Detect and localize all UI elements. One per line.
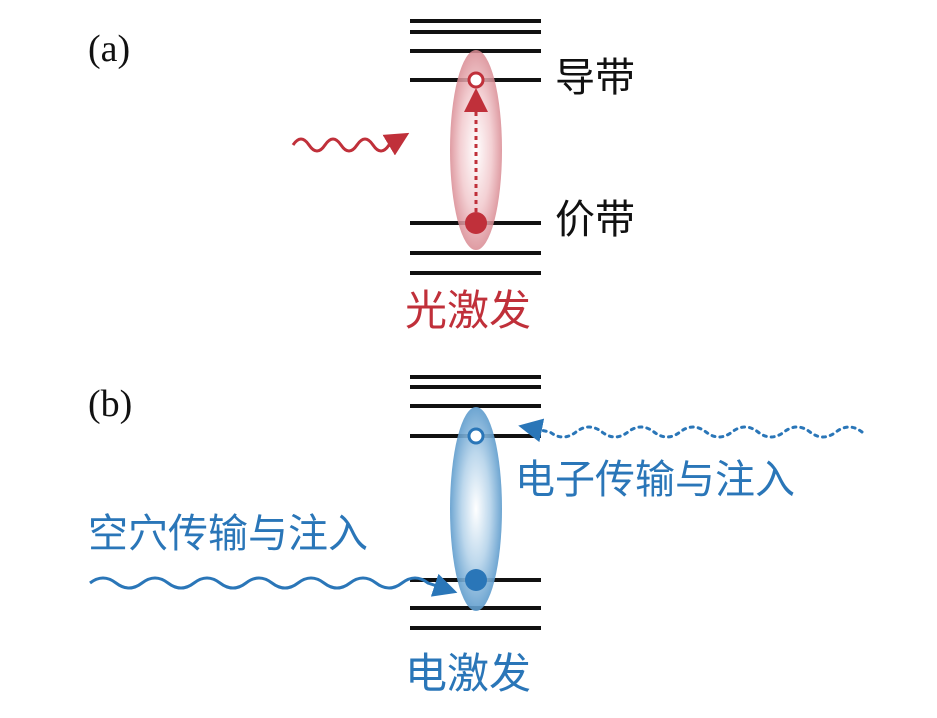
hole-injection-wave [89,573,458,597]
hole-transport-label: 空穴传输与注入 [88,511,368,557]
electroexcitation-caption: 电激发 [405,649,532,698]
electron-filled-circle-red [465,212,487,234]
hole-open-circle-red [467,71,485,89]
photoexcitation-caption: 光激发 [405,286,532,335]
exciton-ellipse-blue [450,407,502,611]
conduction-band-label: 导带 [555,55,635,101]
electron-filled-circle-blue [465,569,487,591]
exciton-ellipse-red [450,50,502,250]
hole-open-circle-blue [467,427,485,445]
photon-wave-icon [291,132,410,156]
electron-injection-wave [518,418,864,443]
panel-b-label: (b) [88,383,133,425]
electron-transport-label: 电子传输与注入 [515,457,795,503]
panel-a-label: (a) [88,28,131,70]
valence-band-label: 价带 [555,197,635,243]
